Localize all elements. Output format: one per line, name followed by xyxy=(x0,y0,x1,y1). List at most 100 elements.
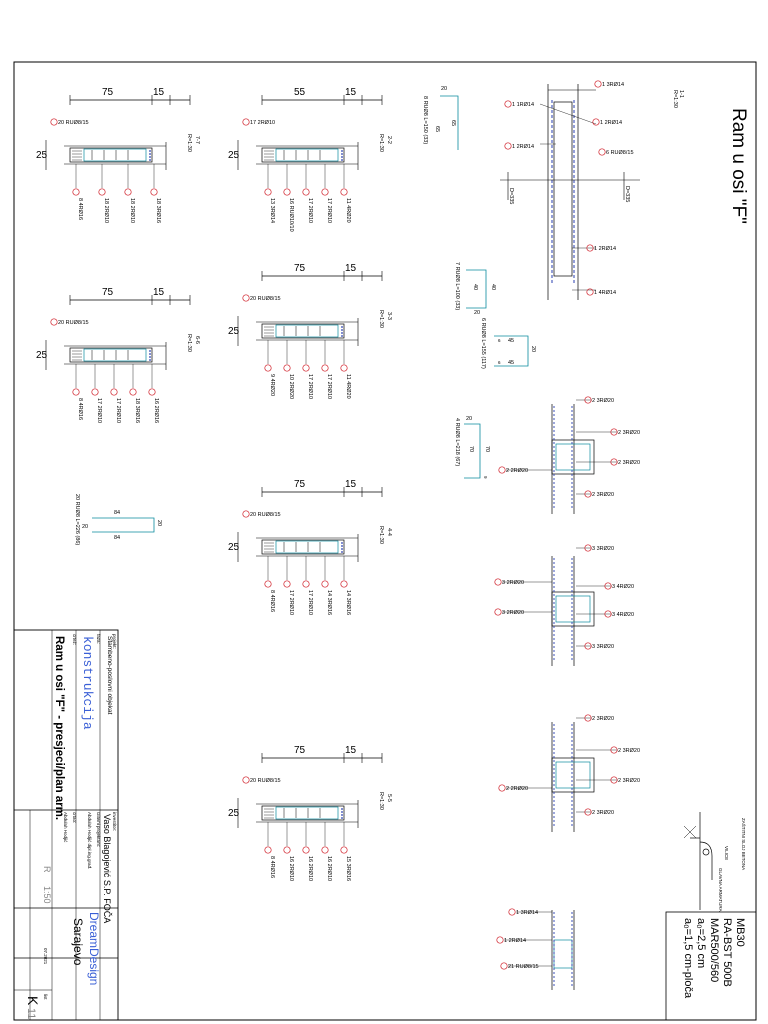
position-marker xyxy=(340,846,348,854)
position-marker xyxy=(148,388,156,396)
stirrup-6-label: 6 RUØ8 L=155 (117) xyxy=(480,318,486,369)
bar-label: 17 2RØ10 xyxy=(307,590,313,615)
position-marker xyxy=(302,188,310,196)
drawing-value: Ram u osi "F" - presjeci/plan arm. xyxy=(53,636,65,820)
position-marker xyxy=(98,188,106,196)
joint-bar-label: 1 3RØ14 xyxy=(516,910,538,916)
position-marker xyxy=(500,962,508,970)
joint-bar-label: 2 3RØ20 xyxy=(592,492,614,498)
position-marker xyxy=(508,908,516,916)
sheet-label: list xyxy=(43,994,48,1000)
column-bar-label: 1 1RØ14 xyxy=(512,102,534,108)
position-marker xyxy=(610,428,618,436)
stirrup-label: 20 RUØ8/15 xyxy=(58,320,89,326)
project-label: projekt: xyxy=(112,634,117,649)
bar-label: 17 2RØ10 xyxy=(96,398,102,423)
stirrup-7-d1: 40 xyxy=(490,284,496,290)
stirrup-20-label: 20 RUØ8 L=226 (86) xyxy=(74,494,80,545)
stirrup-6-d3: 20 xyxy=(530,346,536,352)
joint-bar-label: 3 2RØ20 xyxy=(502,610,524,616)
joint-bar-label: 3 4RØ20 xyxy=(612,584,634,590)
joint-bar-label: 2 3RØ20 xyxy=(618,430,640,436)
phase-label: faza: xyxy=(96,634,101,644)
position-marker xyxy=(264,188,272,196)
position-marker xyxy=(504,142,512,150)
phase-value: konstrukcija xyxy=(80,636,95,730)
position-marker xyxy=(340,364,348,372)
position-marker xyxy=(321,846,329,854)
stirrup-label: 20 RUØ8/15 xyxy=(250,778,281,784)
position-marker xyxy=(610,746,618,754)
column-1-1-dim-right: D=335 xyxy=(624,186,630,202)
drew-label: crtao: xyxy=(72,812,77,823)
dim-width: 75 xyxy=(294,745,306,756)
bar-label: 10 2RØ20 xyxy=(288,374,294,399)
stirrup-4-label: 4 RUØ8 L=218 (67) xyxy=(454,418,460,466)
position-marker xyxy=(584,714,592,722)
bar-label: 15 3RØ16 xyxy=(345,856,351,881)
sheet-number: 11 xyxy=(25,1008,37,1019)
cover-label-2: VILICE xyxy=(724,846,729,860)
dim-width: 75 xyxy=(102,287,114,298)
position-marker xyxy=(498,784,506,792)
bar-label: 8 4RØ16 xyxy=(77,398,83,420)
position-marker xyxy=(321,364,329,372)
stirrup-shape-8: 8 RUØ8 L=150 (33) 20 65 65 xyxy=(422,86,459,150)
position-marker xyxy=(283,846,291,854)
position-marker xyxy=(586,288,594,296)
cover-label-1: ZAŠTITNI SLOJ BETONA xyxy=(741,818,747,870)
bar-label: 8 4RØ16 xyxy=(269,590,275,612)
position-marker xyxy=(242,118,250,126)
joint-bar-label: 3 4RØ20 xyxy=(612,612,634,618)
drawing-label: crtež: xyxy=(72,634,77,645)
stirrup-20-d1: 84 xyxy=(114,510,120,516)
dim-flange: 15 xyxy=(153,287,165,298)
position-marker xyxy=(494,608,502,616)
stirrup-20-d3: 84 xyxy=(114,535,120,541)
bar-label: 18 3RØ16 xyxy=(155,198,161,223)
dim-width: 75 xyxy=(102,87,114,98)
stirrup-6-d4: 6 xyxy=(498,360,501,365)
column-bar-label: 1 2RØ14 xyxy=(594,246,616,252)
position-marker xyxy=(610,776,618,784)
position-marker xyxy=(321,188,329,196)
stirrup-7-d2: 40 xyxy=(472,284,478,290)
column-bar-label: 6 RUØ8/15 xyxy=(606,150,634,156)
bar-label: 18 2RØ10 xyxy=(103,198,109,223)
column-bar-label: 1 3RØ14 xyxy=(602,82,624,88)
joint-bar-label: 3 3RØ20 xyxy=(592,546,614,552)
position-marker xyxy=(584,642,592,650)
position-marker xyxy=(592,118,600,126)
joint-bar-label: 2 3RØ20 xyxy=(618,778,640,784)
column-1-1-scale: R=1:30 xyxy=(672,90,678,108)
bar-label: 17 2RØ10 xyxy=(307,374,313,399)
position-marker xyxy=(584,396,592,404)
position-marker xyxy=(340,580,348,588)
stirrup-20-d4: 20 xyxy=(156,520,162,526)
joint-bar-label: 2 3RØ20 xyxy=(592,810,614,816)
section-scale: R=1:30 xyxy=(186,134,192,152)
spec-concrete: MB30 xyxy=(734,918,746,947)
position-marker xyxy=(586,244,594,252)
bar-label: 18 3RØ16 xyxy=(134,398,140,423)
section-name: 7-7 xyxy=(194,136,200,144)
dim-height: 25 xyxy=(228,326,240,337)
section-name: 2-2 xyxy=(386,136,392,144)
bar-label: 8 4RØ16 xyxy=(77,198,83,220)
position-marker xyxy=(302,364,310,372)
column-1-1-name: 1-1 xyxy=(678,90,684,98)
section-scale: R=1:30 xyxy=(378,792,384,810)
bar-label: 14 3RØ16 xyxy=(345,590,351,615)
position-marker xyxy=(283,580,291,588)
stirrup-20-d2: 20 xyxy=(82,524,88,530)
stirrup-7-d3: 20 xyxy=(474,310,480,316)
bar-label: 9 4RØ20 xyxy=(269,374,275,396)
